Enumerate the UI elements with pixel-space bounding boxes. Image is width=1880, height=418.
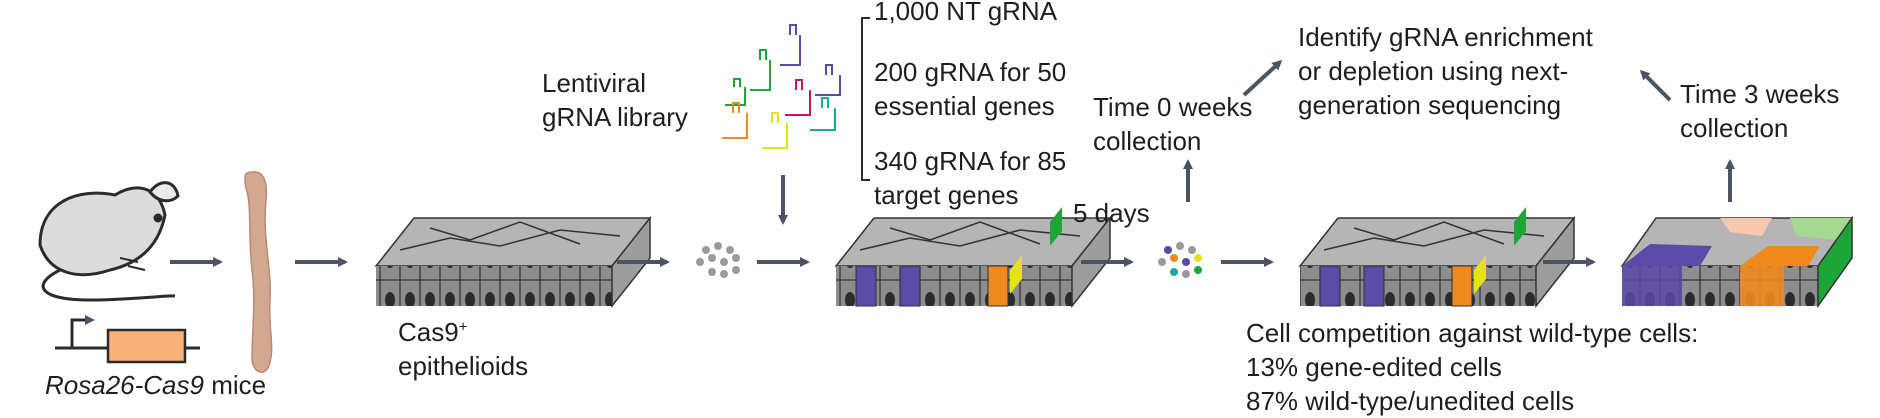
- grna-group-2-line2: essential genes: [874, 91, 1055, 121]
- library-label: Lentiviral gRNA library: [542, 66, 688, 134]
- tissue-strip-icon: [244, 171, 273, 373]
- identify-line2: or depletion using next-: [1298, 56, 1569, 86]
- time0-label: Time 0 weeks collection: [1093, 90, 1252, 158]
- grna-bracket: [861, 17, 870, 181]
- five-days-label: 5 days: [1073, 198, 1150, 228]
- cas9-label-sup: +: [458, 318, 468, 336]
- identify-label: Identify gRNA enrichment or depletion us…: [1298, 20, 1593, 122]
- grna-group-1-line1: 1,000 NT gRNA: [874, 0, 1058, 26]
- flow-arrows: [170, 59, 1735, 267]
- mouse-label-rest: mice: [203, 370, 267, 400]
- cas9-label: Cas9+ epithelioids: [398, 315, 528, 383]
- grna-library-icon: [722, 24, 841, 149]
- time3-label: Time 3 weeks collection: [1680, 77, 1839, 145]
- grna-group-2: 200 gRNA for 50 essential genes: [874, 55, 1066, 123]
- cell-cluster-colored: [1158, 242, 1202, 278]
- competition-line3: 87% wild-type/unedited cells: [1246, 386, 1575, 416]
- time3-line1: Time 3 weeks: [1680, 79, 1840, 109]
- time3-line2: collection: [1680, 113, 1789, 143]
- grna-group-1: 1,000 NT gRNA: [874, 0, 1057, 28]
- promoter-icon: [55, 315, 200, 364]
- identify-line3: generation sequencing: [1298, 90, 1562, 120]
- mouse-label: Rosa26-Cas9 mice: [45, 368, 266, 402]
- library-label-line2: gRNA library: [542, 102, 688, 132]
- time0-line2: collection: [1093, 126, 1202, 156]
- library-label-line1: Lentiviral: [542, 68, 647, 98]
- organoid-block-2: [834, 207, 1112, 309]
- grna-group-2-line1: 200 gRNA for 50: [874, 57, 1067, 87]
- grna-group-3-line1: 340 gRNA for 85: [874, 146, 1067, 176]
- organoid-block-4: [1620, 215, 1854, 309]
- cell-cluster-gray: [696, 242, 740, 278]
- mouse-label-italic: Rosa26-Cas9: [45, 370, 204, 400]
- organoid-block-1: [374, 215, 652, 309]
- competition-line2: 13% gene-edited cells: [1246, 352, 1502, 382]
- organoid-block-3: [1298, 207, 1576, 309]
- cas9-label-line1: Cas9: [398, 317, 459, 347]
- grna-group-3: 340 gRNA for 85 target genes: [874, 144, 1066, 212]
- mouse-icon: [38, 181, 180, 302]
- time0-line1: Time 0 weeks: [1093, 92, 1253, 122]
- identify-line1: Identify gRNA enrichment: [1298, 22, 1593, 52]
- cas9-label-line2: epithelioids: [398, 351, 529, 381]
- competition-line1: Cell competition against wild-type cells…: [1246, 318, 1699, 348]
- grna-group-3-line2: target genes: [874, 180, 1019, 210]
- competition-label: Cell competition against wild-type cells…: [1246, 316, 1698, 418]
